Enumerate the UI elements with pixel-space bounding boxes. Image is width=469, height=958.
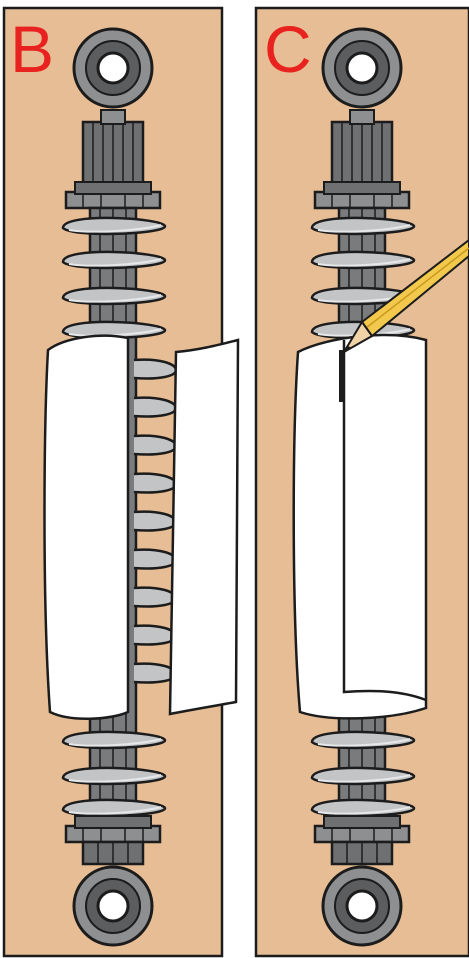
- pencil-mark: [339, 350, 344, 402]
- paper-wrap-c: [294, 335, 426, 718]
- panel-b-letter: B: [10, 12, 54, 86]
- panel-c: C: [256, 8, 469, 956]
- panel-b: B: [4, 8, 238, 956]
- panel-c-letter: C: [264, 12, 312, 86]
- exposed-spring-coils: [134, 360, 176, 683]
